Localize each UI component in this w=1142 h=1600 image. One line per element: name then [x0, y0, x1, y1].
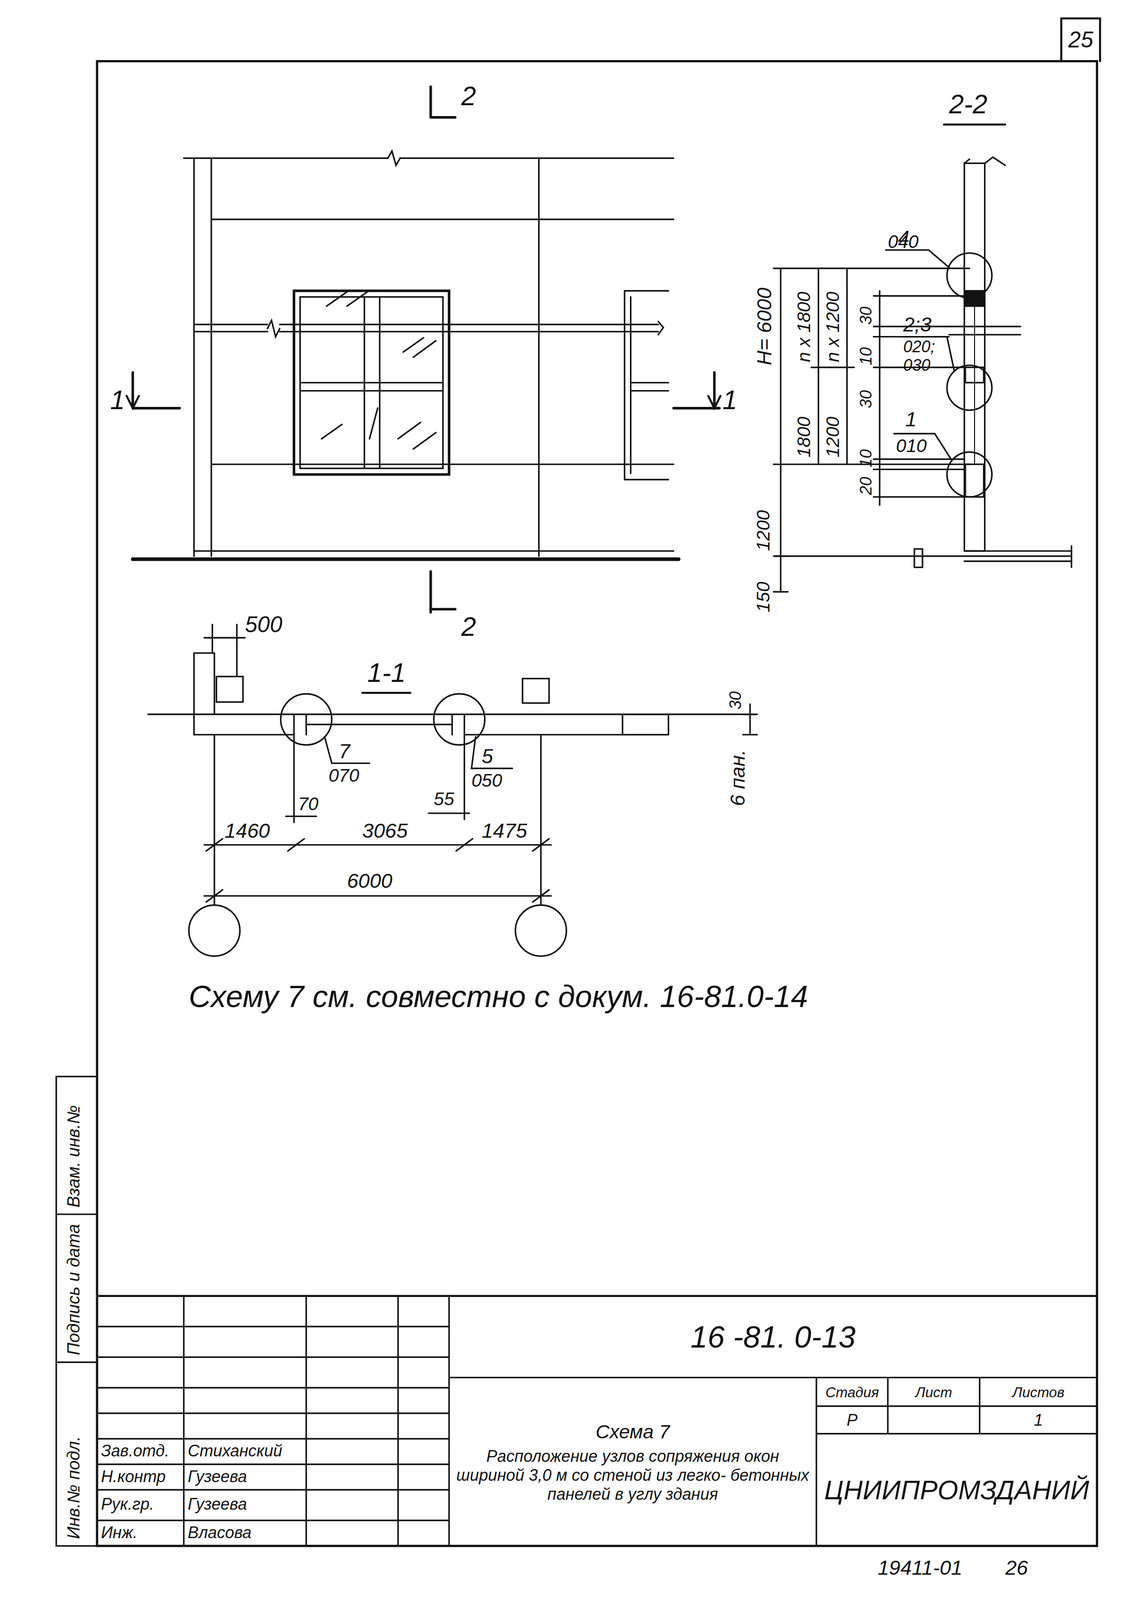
- dimension: 55: [433, 788, 455, 810]
- sheet-number-box: 25: [1061, 18, 1101, 62]
- dimension: 30: [726, 691, 745, 710]
- dimension: 30: [857, 306, 876, 325]
- cell-text: Лист: [915, 1384, 952, 1401]
- callout-number: 5: [481, 745, 494, 768]
- organization-cell: ЦНИИПРОМЗДАНИЙ: [816, 1433, 1098, 1547]
- panel-count: 6 пан.: [726, 749, 750, 807]
- cell-text: ЦНИИПРОМЗДАНИЙ: [824, 1474, 1090, 1506]
- dimension: 70: [298, 793, 319, 815]
- signer-name: Гузеева: [187, 1467, 248, 1486]
- sheets-value: 1: [979, 1406, 1098, 1434]
- dimension: 10: [857, 449, 876, 468]
- callout-number: 2;3: [903, 313, 932, 336]
- stage-value: Р: [816, 1406, 888, 1434]
- dimension: 3065: [362, 819, 408, 843]
- callout-sheet: 010: [895, 435, 927, 457]
- sheets-header: Листов: [979, 1377, 1098, 1407]
- callout-number: 1: [905, 408, 917, 431]
- dimension: 150: [753, 581, 774, 613]
- section-mark: 2: [461, 81, 477, 112]
- dimension: 20: [857, 476, 876, 495]
- dimension: 1460: [224, 819, 271, 843]
- dimension: 10: [857, 347, 876, 366]
- cell-text: Схема 7: [595, 1420, 671, 1443]
- dimension: H= 6000: [753, 287, 776, 366]
- section-mark: 1: [110, 385, 126, 415]
- sheet-header: Лист: [887, 1377, 980, 1407]
- role: Инж.: [101, 1523, 138, 1542]
- title-cell: Схема 7 Расположение узлов сопряжения око…: [451, 1379, 815, 1545]
- dimension: 6000: [346, 869, 393, 893]
- dimension: n x 1800: [793, 291, 815, 363]
- dimension: 1200: [822, 416, 844, 457]
- page-number: 26: [1005, 1556, 1028, 1580]
- stamp-field: Подпись и дата: [64, 1224, 84, 1356]
- stamp-field: Взам. инв.№: [64, 1104, 84, 1208]
- cell-text: Стадия: [825, 1384, 879, 1401]
- note: Схему 7 см. совместно с докум. 16-81.0-1…: [188, 979, 808, 1014]
- callout-sheet: 020;: [903, 337, 935, 356]
- callout-sheet: 050: [471, 770, 503, 791]
- callout-sheet: 070: [328, 765, 360, 786]
- section-mark: 2: [461, 612, 477, 642]
- dimension: 30: [857, 390, 876, 409]
- cell-text: Листов: [1012, 1384, 1065, 1401]
- section-mark: 1: [722, 385, 738, 415]
- dimension: 1475: [481, 819, 528, 843]
- role: Зав.отд.: [101, 1441, 170, 1460]
- section-title: 1-1: [367, 658, 406, 688]
- cell-text: Р: [846, 1410, 858, 1430]
- role: Н.контр: [101, 1467, 166, 1486]
- dimension: n x 1200: [822, 291, 844, 363]
- role: Рук.гр.: [101, 1495, 154, 1514]
- archive-number: 19411-01: [877, 1556, 963, 1580]
- callout-sheet: 030: [903, 356, 931, 375]
- cell-text: 16 -81. 0-13: [690, 1319, 856, 1355]
- cell-text: 1: [1034, 1410, 1044, 1430]
- stage-header: Стадия: [816, 1377, 888, 1407]
- document-code-cell: 16 -81. 0-13: [448, 1295, 1097, 1378]
- callout-number: 7: [338, 740, 350, 763]
- callout-sheet: 040: [887, 231, 919, 252]
- signer-name: Стиханский: [187, 1441, 283, 1460]
- signer-name: Гузеева: [187, 1495, 248, 1514]
- dimension: 1800: [793, 416, 815, 457]
- dimension: 1200: [753, 510, 774, 551]
- cell-text: 25: [1068, 27, 1094, 53]
- stamp-field: Инв.№ подл.: [64, 1436, 84, 1540]
- dimension: 500: [244, 612, 283, 638]
- section-title: 2-2: [949, 89, 988, 120]
- signer-name: Власова: [187, 1523, 252, 1542]
- cell-body: Расположение узлов сопряжения окон ширин…: [455, 1446, 811, 1504]
